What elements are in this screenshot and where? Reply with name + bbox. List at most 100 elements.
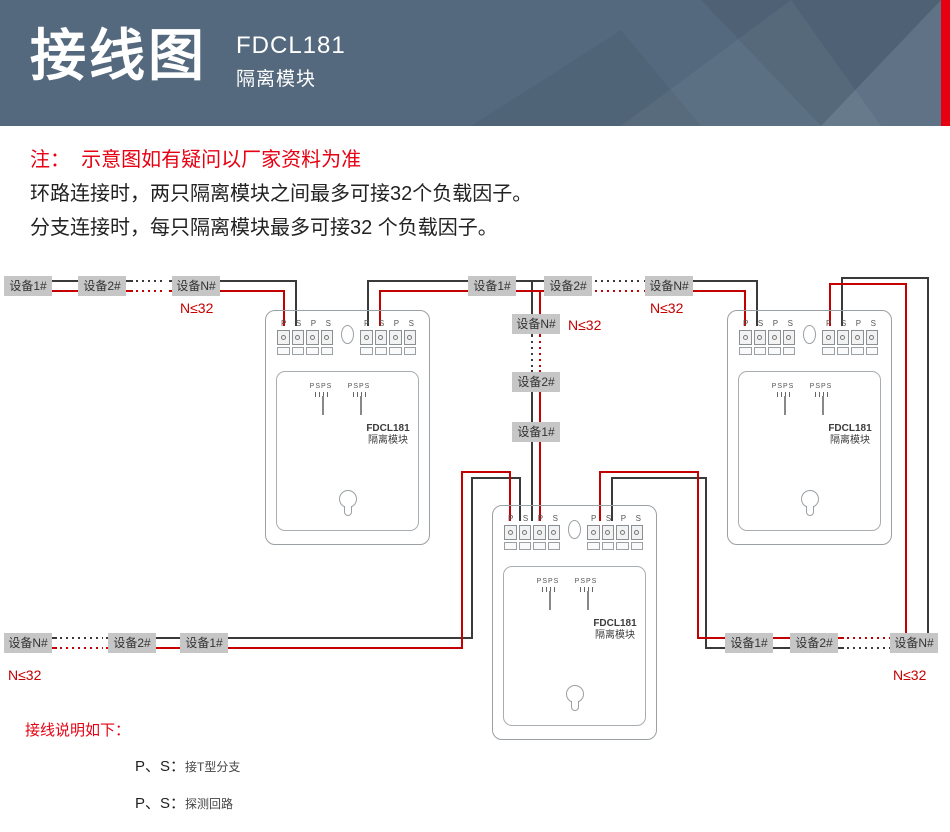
- terminal-label: S: [605, 514, 612, 523]
- legend-item-branch: P、S：接T型分支: [135, 755, 240, 776]
- terminal-label: P: [743, 319, 749, 328]
- terminal-label: P: [855, 319, 862, 328]
- internal-connector-left: PSPS: [768, 383, 798, 415]
- module-type-text: 隔离模块: [368, 435, 408, 446]
- header-facet-decoration: [471, 0, 941, 126]
- device-box: 设备1#: [4, 276, 52, 296]
- module-cover-outline: [276, 371, 419, 531]
- terminal-cells: [360, 330, 418, 345]
- legend-value: 探测回路: [185, 797, 234, 811]
- page-title: 接线图: [30, 24, 207, 87]
- internal-connector-left: PSPS: [533, 578, 563, 610]
- device-box: 设备1#: [725, 633, 773, 653]
- legend-value: 接T型分支: [185, 760, 241, 774]
- terminal-label: P: [826, 319, 832, 328]
- connector-pins: [806, 392, 836, 397]
- mounting-keyhole: [338, 490, 357, 516]
- terminal-label: P: [537, 514, 544, 523]
- legend-item-loop: P、S：探测回路: [135, 792, 233, 813]
- wire-black-bottom-left: [4, 477, 521, 639]
- terminal-cells: [587, 525, 645, 540]
- terminal-label: S: [552, 514, 558, 523]
- product-name: 隔离模块: [236, 69, 317, 90]
- device-box: 设备1#: [468, 276, 516, 296]
- connector-mark: [587, 591, 589, 610]
- internal-connector-right: PSPS: [571, 578, 601, 610]
- connector-mark: [360, 396, 362, 415]
- internal-connector-label: PSPS: [574, 578, 598, 585]
- terminal-label: P: [393, 319, 400, 328]
- device-box: 设备N#: [645, 276, 693, 296]
- terminal-label: P: [310, 319, 317, 328]
- header-accent-stripe: [941, 0, 950, 126]
- legend-title: 接线说明如下：: [25, 722, 131, 739]
- mounting-hole-top: [803, 325, 816, 344]
- device-box: 设备2#: [78, 276, 126, 296]
- terminal-cells: [504, 525, 562, 540]
- module-cover-outline: [738, 371, 881, 531]
- internal-connector-label: PSPS: [309, 383, 333, 390]
- terminal-label: P: [364, 319, 370, 328]
- device-box: 设备N#: [890, 633, 938, 653]
- device-box: 设备N#: [4, 633, 52, 653]
- terminal-label: S: [408, 319, 414, 328]
- terminal-cells: [822, 330, 880, 345]
- mounting-keyhole: [800, 490, 819, 516]
- internal-connector-label: PSPS: [536, 578, 560, 585]
- mounting-hole-top: [568, 520, 581, 539]
- n-limit-label: N≤32: [8, 667, 42, 683]
- terminal-label: P: [620, 514, 627, 523]
- device-box: 设备1#: [512, 422, 560, 442]
- connector-mark: [822, 396, 824, 415]
- terminal-numbers: [822, 347, 880, 355]
- wire-red-top-middle: [379, 290, 746, 326]
- terminal-numbers: [504, 542, 562, 550]
- module-model-text: FDCL181: [366, 423, 410, 434]
- terminal-numbers: [360, 347, 418, 355]
- terminal-label: S: [870, 319, 876, 328]
- internal-connector-label: PSPS: [771, 383, 795, 390]
- terminal-label: S: [840, 319, 847, 328]
- terminal-label: S: [635, 514, 641, 523]
- connector-mark: [784, 396, 786, 415]
- note-warning: 注： 示意图如有疑问以厂家资料为准: [30, 149, 362, 171]
- n-limit-label: N≤32: [650, 300, 684, 316]
- module-name-label: FDCL181 隔离模块: [814, 423, 886, 447]
- terminal-numbers: [277, 347, 335, 355]
- n-limit-label: N≤32: [180, 300, 214, 316]
- wire-red-bottom-left: [4, 471, 511, 649]
- terminal-label: P: [281, 319, 287, 328]
- connector-mark: [549, 591, 551, 610]
- module-name-label: FDCL181 隔离模块: [352, 423, 424, 447]
- device-box: 设备2#: [544, 276, 592, 296]
- terminal-cells: [739, 330, 797, 345]
- internal-connector-label: PSPS: [347, 383, 371, 390]
- internal-connector-left: PSPS: [306, 383, 336, 415]
- device-box: 设备2#: [512, 372, 560, 392]
- n-limit-label: N≤32: [893, 667, 927, 683]
- terminal-label: S: [325, 319, 331, 328]
- note-branch-connection: 分支连接时，每只隔离模块最多可接32 个负载因子。: [30, 217, 498, 239]
- terminal-label: S: [378, 319, 385, 328]
- terminal-numbers: [739, 347, 797, 355]
- module-name-label: FDCL181 隔离模块: [579, 618, 651, 642]
- wire-black-dashed-segments: [60, 280, 886, 649]
- module-model-text: FDCL181: [828, 423, 872, 434]
- terminal-label: P: [591, 514, 597, 523]
- terminal-label: S: [787, 319, 793, 328]
- legend-key: P、S：: [135, 795, 186, 812]
- device-box: 设备2#: [108, 633, 156, 653]
- product-model: FDCL181: [236, 32, 346, 59]
- connector-pins: [533, 587, 563, 592]
- device-box: 设备1#: [180, 633, 228, 653]
